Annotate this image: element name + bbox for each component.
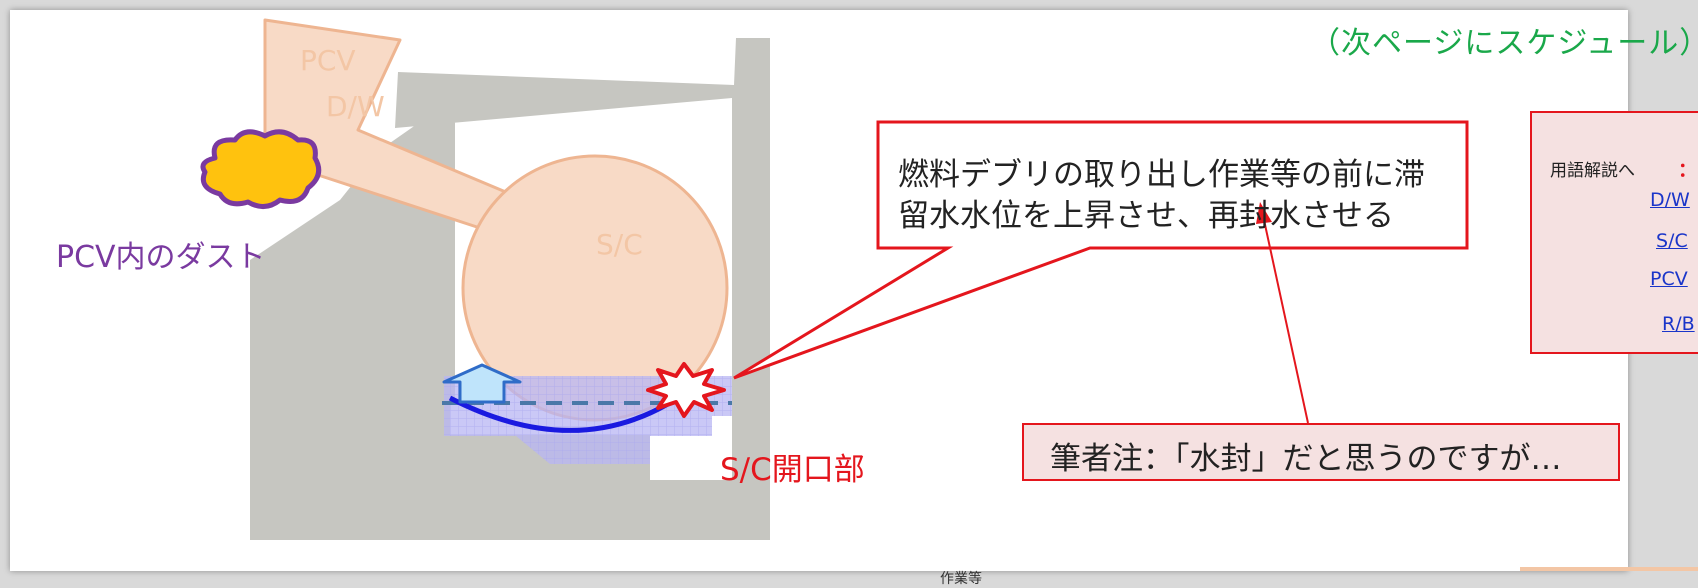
callout-text: 燃料デブリの取り出し作業等の前に滞 留水水位を上昇させ、再封水させる: [898, 155, 1458, 237]
glossary-link-pcv[interactable]: PCV: [1650, 268, 1688, 290]
glossary-link-dw[interactable]: D/W: [1650, 189, 1690, 211]
schedule-note: （次ページにスケジュール）: [1310, 26, 1698, 61]
glossary-link-rb[interactable]: R/B: [1662, 313, 1695, 335]
corner-tab: [1520, 567, 1698, 571]
rising-water-arrow: [442, 363, 522, 404]
callout-bubble: [733, 120, 1469, 380]
sc-label: S/C: [596, 228, 643, 261]
dust-cloud-icon: [200, 129, 322, 209]
footer-fragment: 作業等: [940, 571, 982, 587]
callout-line-2: 留水水位を上昇させ、再封水させる: [898, 198, 1394, 234]
author-note-text: 筆者注：「水封」だと思うのですが…: [1050, 441, 1562, 477]
glossary-title: 用語解説へ: [1550, 161, 1635, 181]
sc-opening-burst: [646, 362, 726, 418]
glossary-panel: 用語解説へ ： D/W S/C PCV R/B: [1530, 111, 1698, 354]
glossary-link-sc[interactable]: S/C: [1656, 230, 1688, 252]
author-note-box: 筆者注：「水封」だと思うのですが…: [1022, 423, 1620, 481]
callout-line-1: 燃料デブリの取り出し作業等の前に滞: [898, 157, 1425, 193]
pcv-diagram: [200, 18, 1469, 540]
glossary-colon: ：: [1678, 159, 1698, 181]
pcv-label: PCV: [300, 44, 356, 77]
note-pointer-arrow: [1256, 202, 1272, 224]
dw-label: D/W: [326, 90, 385, 123]
dust-label: PCV内のダスト: [56, 240, 266, 275]
slide: （次ページにスケジュール） PCV D/W S/C PCV内のダスト S/C開口…: [10, 10, 1698, 587]
sc-opening-label: S/C開口部: [720, 452, 865, 488]
